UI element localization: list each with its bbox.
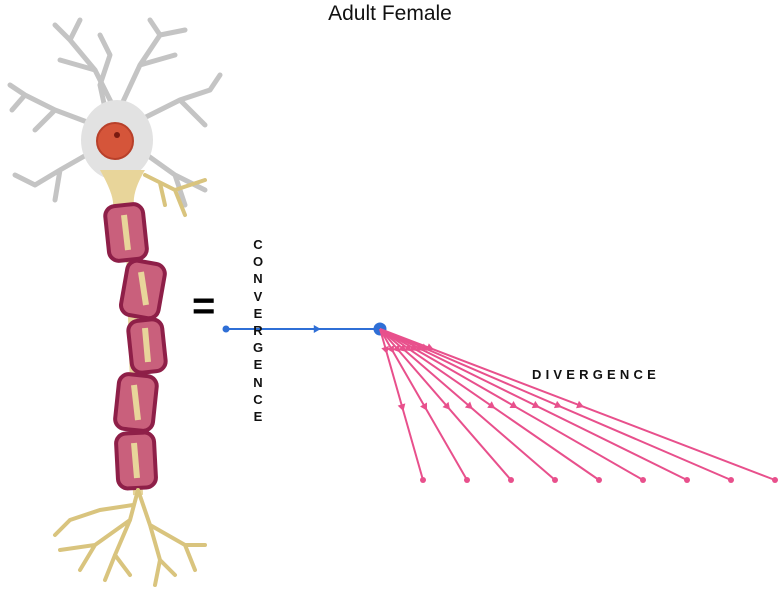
divergence-arrowhead — [381, 346, 390, 354]
convergence-arrowhead — [313, 325, 321, 333]
divergence-fan — [379, 328, 778, 483]
divergence-arrowhead — [404, 343, 413, 352]
divergence-arrowhead — [553, 400, 562, 409]
divergence-arrowhead — [509, 401, 518, 408]
divergence-arrowhead — [397, 403, 406, 412]
equals-sign: = — [192, 284, 216, 328]
divergence-end-dot — [420, 477, 426, 483]
convergence-letter: N — [253, 271, 263, 287]
divergence-arrowhead — [531, 400, 540, 409]
divergence-arrowhead — [415, 343, 424, 351]
divergence-end-dot — [640, 477, 646, 483]
convergence-letter: E — [253, 305, 263, 321]
convergence-arrow — [222, 322, 387, 336]
divergence-arrowhead — [420, 343, 429, 351]
divergence-arrowhead — [576, 400, 585, 409]
neuron-illustration — [7, 17, 223, 587]
convergence-letter: C — [253, 391, 263, 407]
convergence-letter: E — [253, 357, 263, 373]
convergence-letter: E — [253, 408, 263, 424]
divergence-arrowhead — [487, 401, 496, 409]
axon-terminals — [53, 488, 207, 587]
divergence-end-dot — [464, 477, 470, 483]
nucleus — [96, 122, 134, 160]
divergence-label: DIVERGENCE — [532, 367, 660, 382]
divergence-arrowhead — [442, 401, 451, 410]
divergence-end-dot — [684, 477, 690, 483]
divergence-arrowhead — [386, 345, 394, 354]
divergence-arrowhead — [392, 344, 401, 353]
convergence-letter: V — [253, 288, 263, 304]
convergence-letter: N — [253, 374, 263, 390]
divergence-end-dot — [596, 477, 602, 483]
divergence-arrowhead — [398, 344, 407, 352]
divergence-arrowhead — [464, 401, 473, 410]
divergence-arrowhead — [409, 343, 418, 351]
convergence-start-dot — [222, 325, 230, 333]
convergence-letter: C — [253, 237, 263, 252]
convergence-letter: G — [252, 340, 264, 356]
divergence-arrowhead — [420, 402, 427, 411]
divergence-end-dot — [772, 477, 778, 483]
divergence-end-dot — [508, 477, 514, 483]
convergence-letter: R — [253, 322, 263, 338]
convergence-letter: O — [252, 254, 264, 270]
divergence-end-dot — [552, 477, 558, 483]
diagram-title: Adult Female — [328, 2, 452, 25]
divergence-end-dot — [728, 477, 734, 483]
divergence-arrowhead — [425, 343, 434, 351]
